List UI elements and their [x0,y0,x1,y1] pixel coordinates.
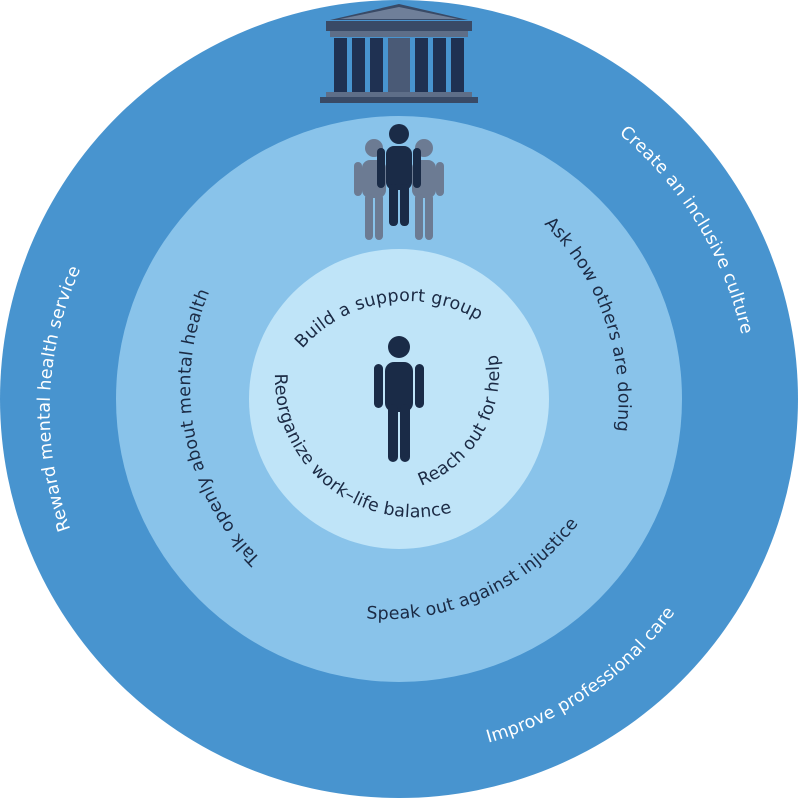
institution-building-icon [320,4,478,103]
people-group-icon [354,124,444,240]
person-icon [374,336,424,462]
